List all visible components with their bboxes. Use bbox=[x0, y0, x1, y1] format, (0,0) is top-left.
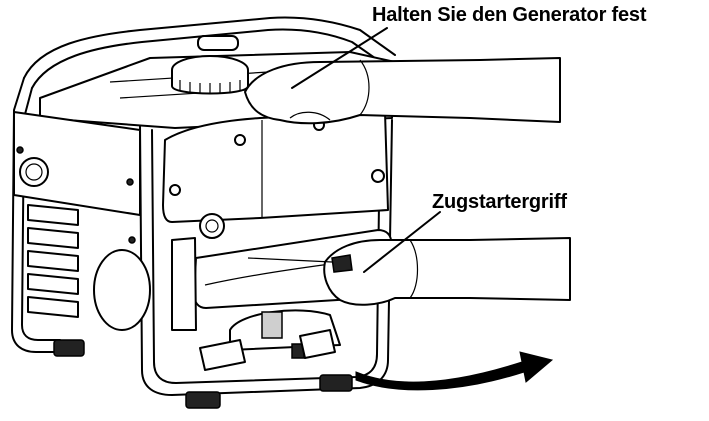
callout-starter-grip: Zugstartergriff bbox=[432, 191, 567, 213]
callout-hold-generator: Halten Sie den Generator fest bbox=[372, 4, 647, 26]
curved-arrow-right-icon bbox=[355, 351, 554, 391]
leader-line-pull bbox=[363, 211, 441, 273]
maintenance-panel bbox=[162, 111, 389, 239]
hand-pulling-starter bbox=[323, 237, 571, 306]
leader-line-hold bbox=[291, 27, 388, 89]
starter-cable bbox=[247, 257, 333, 263]
side-panel bbox=[13, 111, 151, 331]
hand-holding-generator bbox=[244, 57, 561, 125]
frame-tube bbox=[11, 16, 396, 396]
rubber-feet bbox=[53, 339, 353, 409]
